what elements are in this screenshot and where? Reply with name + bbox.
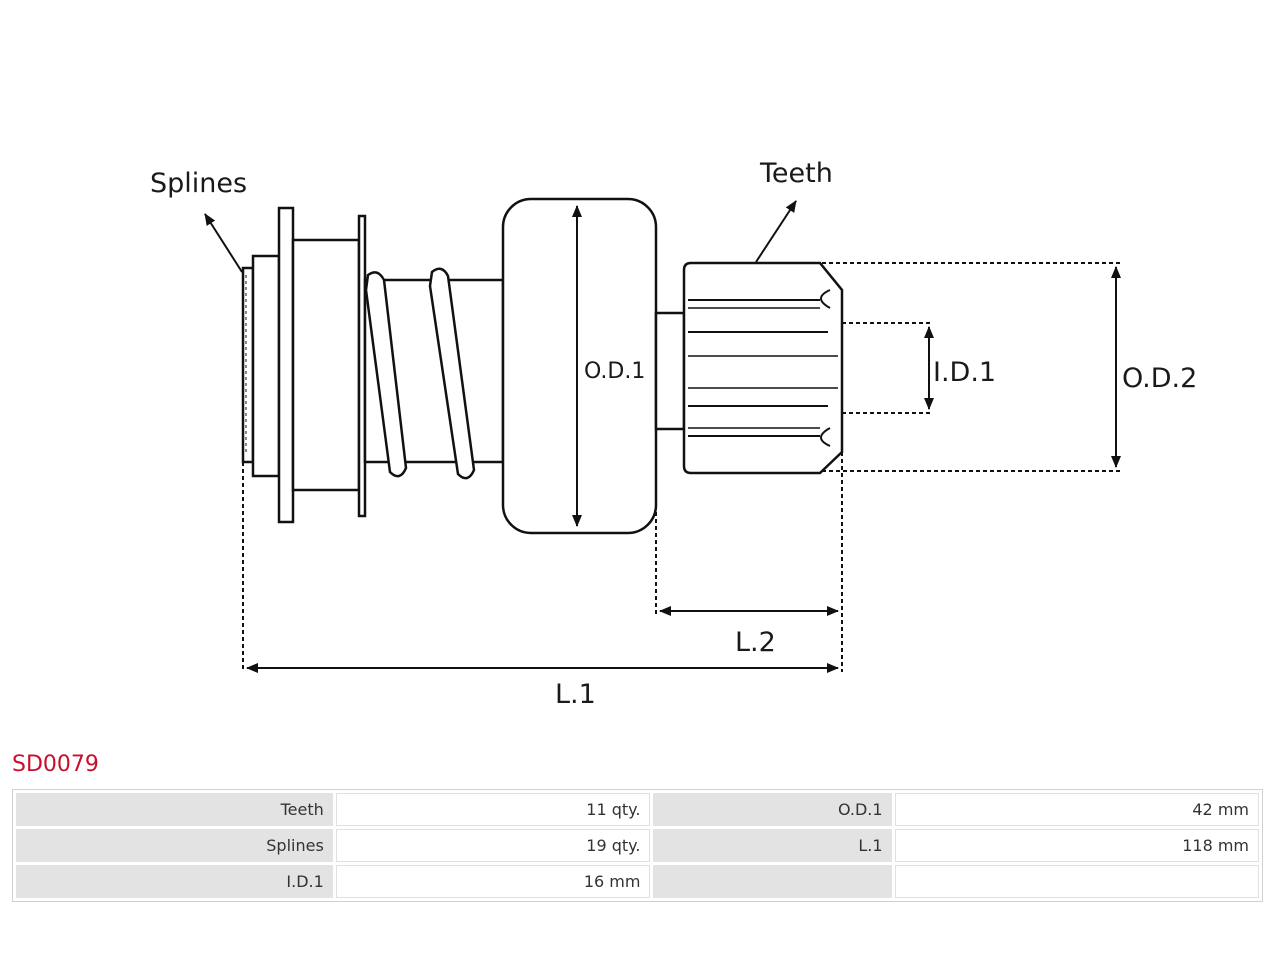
spec-table: Teeth 11 qty. O.D.1 42 mm Splines 19 qty… <box>12 789 1263 902</box>
part-code: SD0079 <box>12 752 99 777</box>
teeth-pointer <box>755 200 797 263</box>
dimension-lines <box>204 200 1121 673</box>
spec-value <box>894 865 1259 898</box>
spec-value: 19 qty. <box>335 829 651 862</box>
label-teeth: Teeth <box>759 158 833 189</box>
diagram-labels: Splines Teeth O.D.1 I.D.1 O.D.2 L.2 L.1 <box>150 158 1197 710</box>
spec-label: Teeth <box>16 793 333 826</box>
spec-value: 11 qty. <box>335 793 651 826</box>
spec-label <box>653 865 892 898</box>
label-l1: L.1 <box>555 679 596 710</box>
spec-value: 42 mm <box>894 793 1259 826</box>
spec-value: 118 mm <box>894 829 1259 862</box>
label-od2: O.D.2 <box>1122 363 1197 394</box>
splines-pointer <box>204 213 243 273</box>
spec-label: I.D.1 <box>16 865 333 898</box>
spec-row: Teeth 11 qty. O.D.1 42 mm <box>16 793 1259 826</box>
label-id1: I.D.1 <box>933 357 996 388</box>
spec-row: Splines 19 qty. L.1 118 mm <box>16 829 1259 862</box>
label-od1: O.D.1 <box>584 359 645 384</box>
spec-label: L.1 <box>653 829 892 862</box>
spec-label: O.D.1 <box>653 793 892 826</box>
spec-label: Splines <box>16 829 333 862</box>
drive-outline <box>241 197 844 535</box>
label-splines: Splines <box>150 168 247 199</box>
spec-value: 16 mm <box>335 865 651 898</box>
spec-row: I.D.1 16 mm <box>16 865 1259 898</box>
label-l2: L.2 <box>735 627 776 658</box>
starter-drive-diagram: Splines Teeth O.D.1 I.D.1 O.D.2 L.2 L.1 <box>150 158 1197 710</box>
